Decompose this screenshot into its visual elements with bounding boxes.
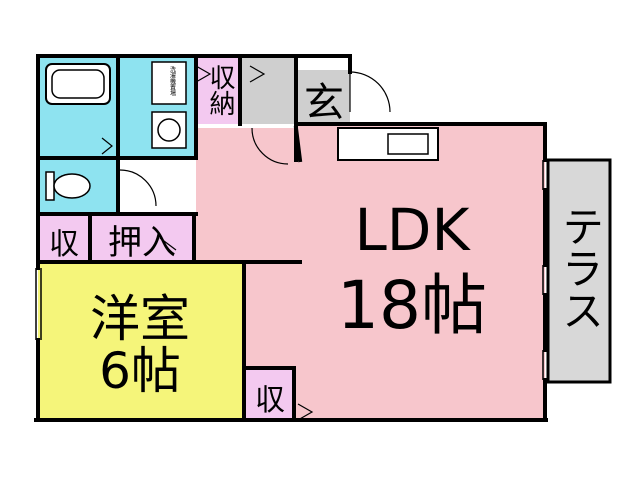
- terrace-label: テラス: [556, 205, 605, 331]
- closet-area: [92, 216, 194, 262]
- entrance-step: [298, 70, 350, 124]
- door-swing-icon: [101, 65, 391, 421]
- toilet-tank: [45, 171, 55, 201]
- ldk-size: 18帖: [337, 267, 487, 344]
- kitchen-sink-icon: [387, 133, 429, 155]
- storage-left-area: [38, 216, 90, 262]
- washbasin-bowl: [157, 118, 181, 142]
- ldk-label: LDK: [354, 196, 471, 264]
- washbasin-icon: [151, 111, 187, 149]
- bedroom-label: 洋室: [90, 290, 190, 348]
- bathtub-inner: [51, 69, 105, 99]
- storage-bottom-area: [246, 370, 294, 420]
- terrace-area: [548, 160, 610, 382]
- toilet-icon: [53, 173, 91, 199]
- windows: [35, 160, 549, 380]
- storage-top-area: [196, 56, 240, 124]
- bedroom-size: 6帖: [99, 342, 181, 400]
- entrance-area: [240, 56, 296, 124]
- walls: [34, 54, 548, 422]
- washer-label: 洗濯機置場: [169, 65, 176, 97]
- washer-icon: [151, 61, 187, 105]
- bathtub-icon: [45, 63, 111, 105]
- ldk-area: [196, 124, 545, 420]
- storage-bottom-label: 収: [255, 383, 285, 418]
- storage-top-label: 収納: [205, 64, 235, 116]
- bedroom-area: [38, 264, 244, 420]
- entrance-label: 玄: [304, 80, 344, 126]
- storage-left-label: 収: [49, 227, 79, 262]
- closet-label: 押入: [108, 223, 176, 263]
